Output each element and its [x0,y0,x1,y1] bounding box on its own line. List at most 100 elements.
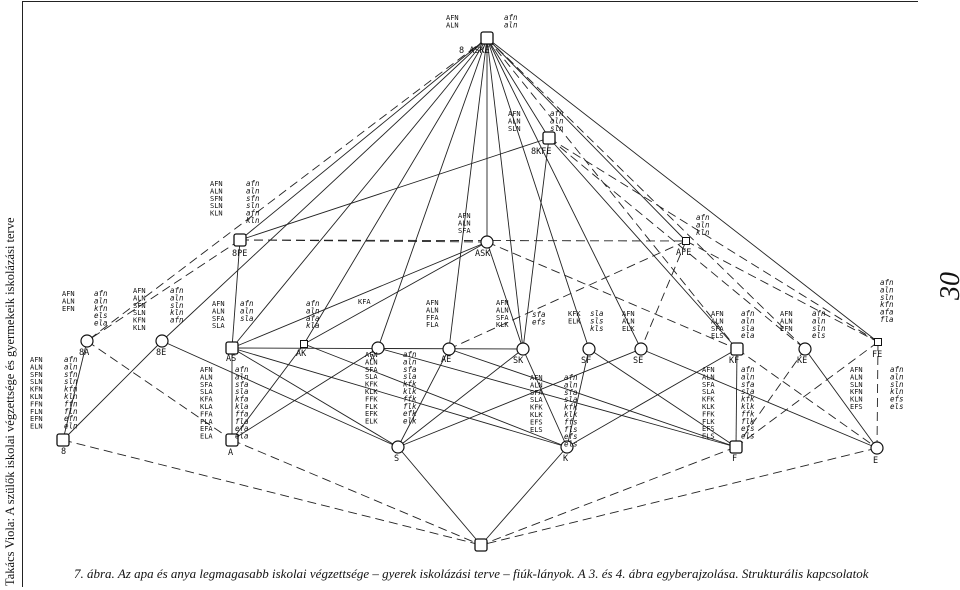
object-label: aln [741,316,755,325]
lattice-edge [231,239,241,349]
object-label: aln [880,285,894,294]
attribute-label: FLN [30,408,43,416]
attribute-label: ALN [133,294,146,302]
lattice-node-se [155,334,169,348]
attribute-label: SFA [702,381,715,389]
lattice-edge [62,340,163,441]
node-label: 8 [61,447,66,457]
object-label: klk [741,402,755,411]
object-label: efn [64,414,78,423]
lattice-edge [161,340,399,448]
attribute-label: SLN [30,378,43,386]
object-label: efs [890,395,904,404]
object-label: afn [550,109,564,118]
attribute-label: AFN [200,366,213,374]
object-label: kfn [880,300,894,309]
node-label: ASK [475,249,491,259]
attribute-label: SFA [530,389,543,397]
attribute-label: ELN [30,423,43,431]
object-label: sln [812,324,826,333]
object-label: kfk [741,395,755,404]
object-label: sla [741,324,755,333]
object-label: efs [741,424,755,433]
object-label: kln [246,216,260,225]
node-label: AE [441,355,451,365]
object-label: eln [64,422,78,431]
node-label: K [563,454,569,464]
node-label: 8A [79,348,89,358]
lattice-edge [566,348,590,448]
lattice-edge [486,37,642,350]
attribute-label: FFK [702,410,715,418]
object-label: fln [64,407,78,416]
attribute-label: AFN [458,212,471,220]
lattice-edge [486,37,687,242]
lattice-node-nK [560,440,574,454]
lattice-edge [62,340,88,441]
object-label: kfn [94,304,108,313]
attribute-label: ALN [780,317,793,325]
object-label: els [890,402,904,411]
node-label: KE [797,356,807,366]
node-label: E [873,456,878,466]
attribute-label: EFS [850,403,863,411]
object-label: afn [64,355,78,364]
lattice-node-n8 [56,433,70,447]
attribute-label: KLN [210,210,223,218]
object-label: els [94,311,108,320]
object-label: sls [590,316,604,325]
attribute-label: ELK [622,325,635,333]
object-label: sln [246,201,260,210]
lattice-edge [548,137,879,343]
object-label: els [741,432,755,441]
attribute-label: ELS [530,426,543,434]
object-label: ela [235,432,249,441]
lattice-node-a [371,341,385,355]
lattice-node-ak [300,340,308,348]
attribute-label: ALN [622,317,635,325]
attribute-label: KLK [530,411,543,419]
attribute-label: KFA [358,298,371,306]
lattice-edge [231,37,488,349]
attribute-label: SLN [210,202,223,210]
lattice-edge [397,446,482,546]
object-label: ffs [564,417,578,426]
attribute-label: FLK [702,418,715,426]
object-label: aln [696,220,710,229]
attribute-label: SLN [850,381,863,389]
object-label: sfn [246,194,260,203]
attribute-label: FFN [30,400,43,408]
top-rule [22,1,918,2]
lattice-edge [486,37,590,350]
object-label: aln [306,306,320,315]
lattice-edge [231,347,568,448]
attribute-label: KFN [850,388,863,396]
object-label: afn [246,209,260,218]
attribute-label: KLA [200,403,213,411]
lattice-edge [448,37,488,350]
object-label: aln [564,380,578,389]
attribute-label: ALN [530,381,543,389]
attribute-label: ALN [365,358,378,366]
attribute-label: KFK [702,396,715,404]
object-label: els [812,331,826,340]
attribute-label: SFN [210,195,223,203]
attribute-label: ALN [702,373,715,381]
lattice-edge [231,241,488,349]
attribute-label: AFN [850,366,863,374]
object-label: ela [94,319,108,328]
lattice-edge [735,348,738,448]
lattice-edge [876,341,879,449]
node-label: A [370,354,375,364]
lattice-edge [735,341,879,448]
object-label: afn [170,316,184,325]
attribute-label: ALN [446,21,459,29]
object-label: afn [240,299,254,308]
object-label: fla [880,315,894,324]
attribute-label: KFK [365,381,378,389]
node-label: AK [296,349,307,359]
attribute-label: FFA [426,314,439,322]
object-label: afn [246,179,260,188]
object-label: afa [880,308,894,317]
